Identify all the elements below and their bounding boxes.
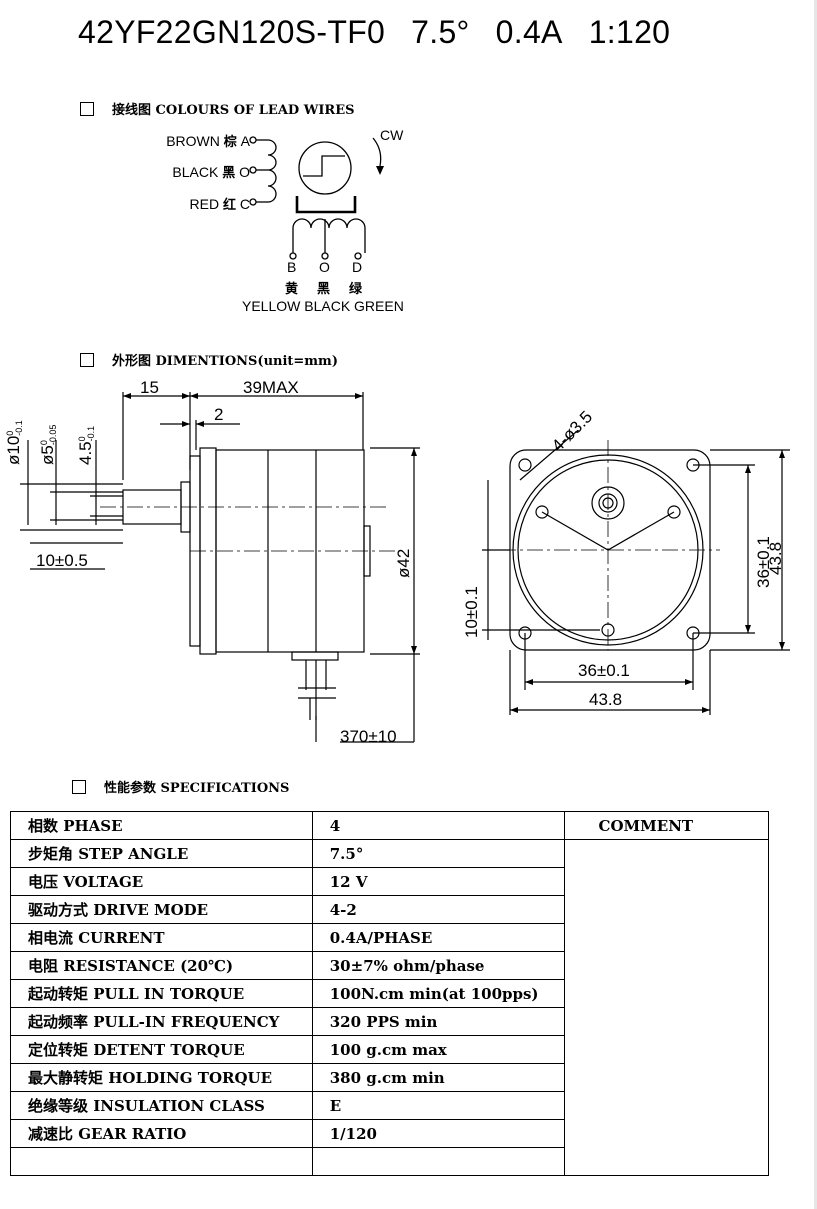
- dim-len-15: 15: [140, 378, 159, 397]
- model-number: 42YF22GN120S-TF0: [78, 14, 386, 50]
- comment-header: COMMENT: [563, 811, 770, 840]
- dim-wire-length: 370±10: [340, 727, 397, 746]
- section-heading-dimensions: 外形图 DIMENTIONS(unit=mm): [80, 350, 338, 369]
- spec-value: E: [311, 1091, 565, 1120]
- spec-param: 步矩角 STEP ANGLE: [10, 839, 313, 868]
- section-heading-specifications: 性能参数 SPECIFICATIONS: [72, 777, 289, 796]
- pin-colors-en: YELLOW BLACK GREEN: [242, 298, 404, 314]
- dim-len-39max: 39MAX: [243, 378, 299, 397]
- checkbox-icon: [80, 352, 94, 367]
- dim-flat-4-5: 4.50-0.1: [76, 425, 96, 465]
- spec-value: 30±7% ohm/phase: [311, 951, 565, 980]
- spec-value: 0.4A/PHASE: [311, 923, 565, 952]
- current-title: 0.4A: [495, 14, 563, 50]
- front-view-drawing: [482, 430, 790, 715]
- section-label: 接线图 COLOURS OF LEAD WIRES: [112, 103, 355, 118]
- pin-label-b: B: [287, 259, 297, 275]
- spec-param: 相电流 CURRENT: [10, 923, 313, 952]
- pin-label-o: O: [319, 259, 330, 275]
- spec-param: 减速比 GEAR RATIO: [10, 1119, 313, 1148]
- pin-zh-green: 绿: [349, 282, 363, 297]
- spec-value: 380 g.cm min: [311, 1063, 565, 1092]
- section-heading-wires: 接线图 COLOURS OF LEAD WIRES: [80, 99, 355, 118]
- checkbox-icon: [72, 779, 86, 794]
- dim-dia-10: ø100-0.1: [4, 420, 24, 465]
- section-label: 性能参数 SPECIFICATIONS: [104, 781, 290, 796]
- dim-width: 43.8: [589, 690, 623, 709]
- checkbox-icon: [80, 101, 94, 116]
- spec-param: 绝缘等级 INSULATION CLASS: [10, 1091, 313, 1120]
- spec-value: 100N.cm min(at 100pps): [311, 979, 565, 1008]
- ratio-title: 1:120: [588, 14, 671, 50]
- dim-len-2: 2: [214, 405, 224, 424]
- spec-param: 起动转矩 PULL IN TORQUE: [10, 979, 313, 1008]
- spec-param: 电压 VOLTAGE: [10, 867, 313, 896]
- dim-offset: 10±0.1: [462, 586, 481, 638]
- table-row: [10, 1147, 769, 1176]
- wire-label-brown: BROWN 棕 A: [166, 133, 250, 150]
- spec-param: 最大静转矩 HOLDING TORQUE: [10, 1063, 313, 1092]
- wiring-diagram: CW: [249, 127, 404, 260]
- spec-value: 4-2: [311, 895, 565, 924]
- wire-label-red: RED 红 C: [189, 196, 250, 213]
- dim-height: 43.8: [766, 541, 785, 575]
- pin-zh-black: 黑: [317, 282, 331, 297]
- cw-label: CW: [380, 127, 404, 143]
- dim-dia-42: ø42: [394, 548, 413, 578]
- table-row: 电阻 RESISTANCE (20℃)30±7% ohm/phase: [10, 951, 769, 980]
- comment-cell: [563, 839, 770, 1176]
- spec-param: 相数 PHASE: [10, 811, 313, 840]
- wire-label-black: BLACK 黑 O: [172, 164, 250, 181]
- spec-value: 1/120: [311, 1119, 565, 1148]
- pin-zh-yellow: 黄: [285, 282, 299, 297]
- section-label: 外形图 DIMENTIONS(unit=mm): [112, 354, 338, 369]
- document-title: 42YF22GN120S-TF0 7.5° 0.4A 1:120: [78, 14, 696, 51]
- spec-param: 定位转矩 DETENT TORQUE: [10, 1035, 313, 1064]
- spec-value: 12 V: [311, 867, 565, 896]
- spec-param: [10, 1147, 313, 1176]
- side-view-drawing: [20, 392, 420, 743]
- spec-param: 电阻 RESISTANCE (20℃): [10, 951, 313, 980]
- spec-value: 100 g.cm max: [311, 1035, 565, 1064]
- spec-param: 起动频率 PULL-IN FREQUENCY: [10, 1007, 313, 1036]
- pin-label-d: D: [352, 259, 363, 275]
- step-angle-title: 7.5°: [411, 14, 470, 50]
- dim-pitch-horizontal: 36±0.1: [578, 661, 630, 680]
- page-edge: [814, 0, 817, 1209]
- spec-value: 4: [311, 811, 565, 840]
- spec-value: [311, 1147, 565, 1176]
- spec-value: 7.5°: [311, 839, 565, 868]
- spec-value: 320 PPS min: [311, 1007, 565, 1036]
- dim-dia-5: ø50-0.05: [38, 424, 58, 465]
- dim-shaft-length: 10±0.5: [36, 551, 88, 570]
- spec-param: 驱动方式 DRIVE MODE: [10, 895, 313, 924]
